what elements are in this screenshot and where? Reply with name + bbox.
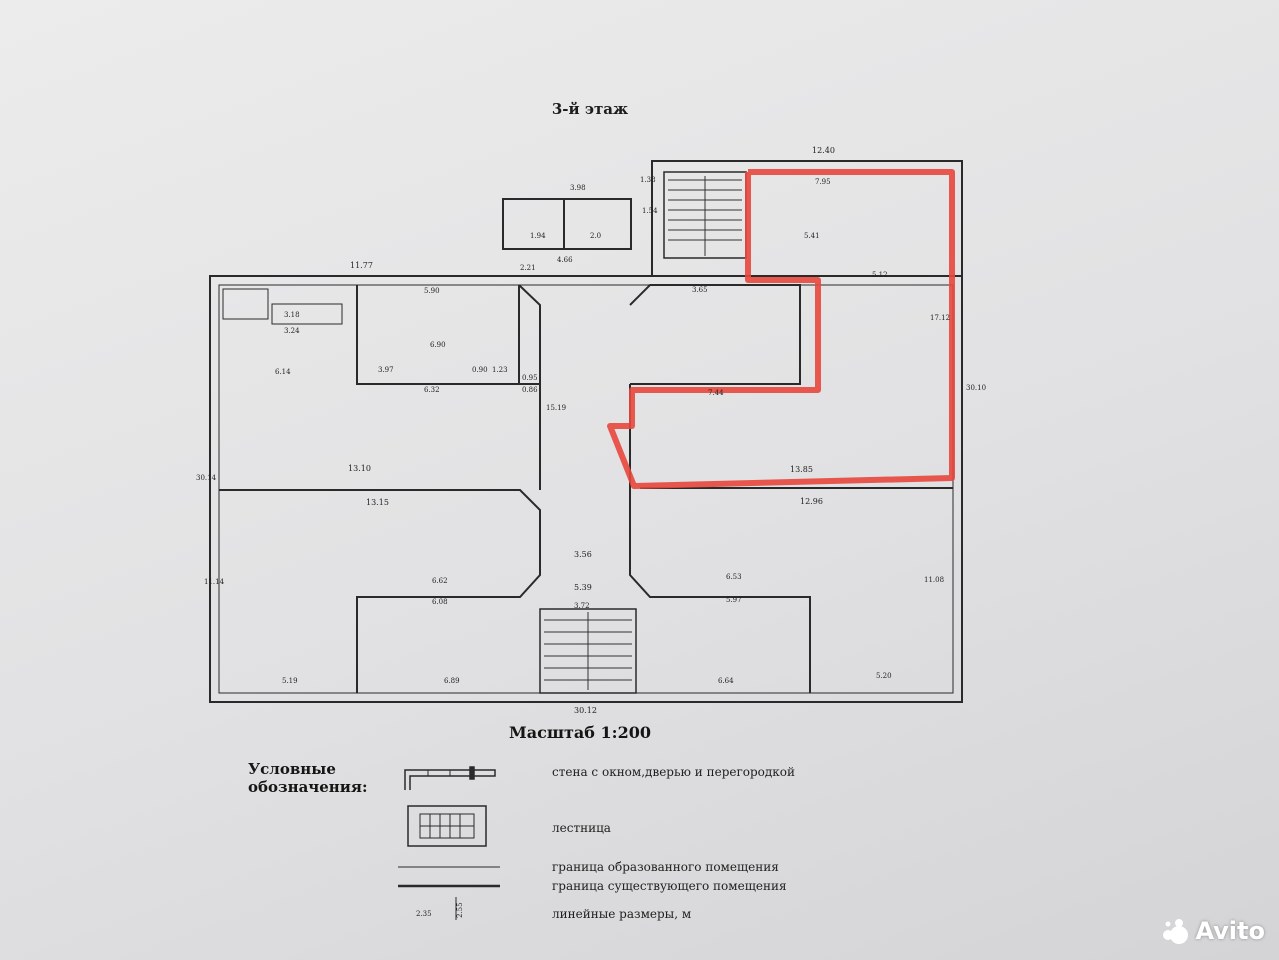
dim-label: 1.94 [530, 232, 546, 240]
dim-label: 13.85 [790, 465, 813, 474]
dim-label: 11.08 [924, 576, 944, 584]
dim-label: 3.65 [692, 286, 708, 294]
legend-title-line1: Условные [248, 760, 336, 778]
dim-label: 3.97 [378, 366, 394, 374]
legend-item-dimensions: линейные размеры, м [552, 907, 692, 921]
dimension-labels: 12.40 3.98 1.38 11.77 5.90 3.18 3.24 6.1… [196, 146, 986, 715]
dim-label: 6.89 [444, 677, 460, 685]
dim-label: 3.72 [574, 602, 590, 610]
avito-watermark: Avito [1160, 916, 1265, 946]
legend-item-formed-boundary: граница образованного помещения [552, 860, 779, 874]
dim-label: 5.97 [726, 596, 742, 604]
dim-label: 6.14 [275, 368, 291, 376]
dim-label: 5.12 [872, 271, 888, 279]
dim-label: 5.90 [424, 287, 440, 295]
dim-label: 1.54 [642, 207, 658, 215]
avito-logo-icon [1163, 919, 1189, 944]
highlighted-premises [607, 169, 955, 489]
legend-item-existing-boundary: граница существующего помещения [552, 879, 787, 893]
dim-label: 11.14 [204, 578, 225, 586]
dim-label: 3.18 [284, 311, 300, 319]
dim-label: 7.95 [815, 178, 831, 186]
legend-sample-dim-v: 2.55 [456, 902, 464, 918]
wall-symbol-icon [404, 766, 496, 790]
dim-label: 6.53 [726, 573, 742, 581]
plan-scale: Масштаб 1:200 [509, 723, 651, 742]
dim-label: 3.98 [570, 184, 586, 192]
dim-label: 17.12 [930, 314, 950, 322]
dim-label: 1.23 [492, 366, 508, 374]
dim-label: 13.10 [348, 464, 371, 473]
plan-title: 3-й этаж [551, 100, 629, 118]
dim-label: 6.90 [430, 341, 446, 349]
dim-label: 6.08 [432, 598, 448, 606]
dim-label: 6.32 [424, 386, 440, 394]
dim-label: 5.20 [876, 672, 892, 680]
dim-label: 4.66 [557, 256, 573, 264]
dim-label: 30.10 [966, 384, 986, 392]
dim-label: 12.40 [812, 146, 835, 155]
dim-label: 30.14 [196, 474, 217, 482]
dim-label: 3.56 [574, 550, 592, 559]
dim-label: 0.95 [522, 374, 538, 382]
dim-label: 0.86 [522, 386, 538, 394]
dim-label: 0.90 [472, 366, 488, 374]
dim-label: 1.38 [640, 176, 656, 184]
legend-title: Условные обозначения: [248, 760, 388, 796]
dim-label: 15.19 [546, 404, 566, 412]
stair-top-icon [668, 176, 742, 256]
dim-label: 7.44 [708, 389, 724, 397]
dim-label: 3.24 [284, 327, 300, 335]
dim-label: 6.64 [718, 677, 734, 685]
dim-label: 30.12 [574, 706, 597, 715]
legend-title-line2: обозначения: [248, 778, 368, 796]
legend-item-wall: стена с окном,дверью и перегородкой [552, 765, 796, 779]
legend-symbols [398, 766, 500, 920]
legend-item-stairs: лестница [552, 821, 611, 835]
dim-label: 2.21 [520, 264, 536, 272]
legend-sample-dim-h: 2.35 [416, 910, 432, 918]
stair-symbol-icon [407, 805, 487, 847]
stair-bottom-icon [544, 612, 632, 690]
dim-label: 11.77 [350, 261, 373, 270]
dim-label: 13.15 [366, 498, 389, 507]
dim-label: 5.39 [574, 583, 592, 592]
dim-label: 2.0 [590, 232, 601, 240]
dim-label: 5.19 [282, 677, 298, 685]
dim-label: 12.96 [800, 497, 823, 506]
plan-walls [209, 160, 963, 703]
avito-watermark-text: Avito [1195, 917, 1265, 945]
dim-label: 6.62 [432, 577, 448, 585]
dim-label: 5.41 [804, 232, 820, 240]
